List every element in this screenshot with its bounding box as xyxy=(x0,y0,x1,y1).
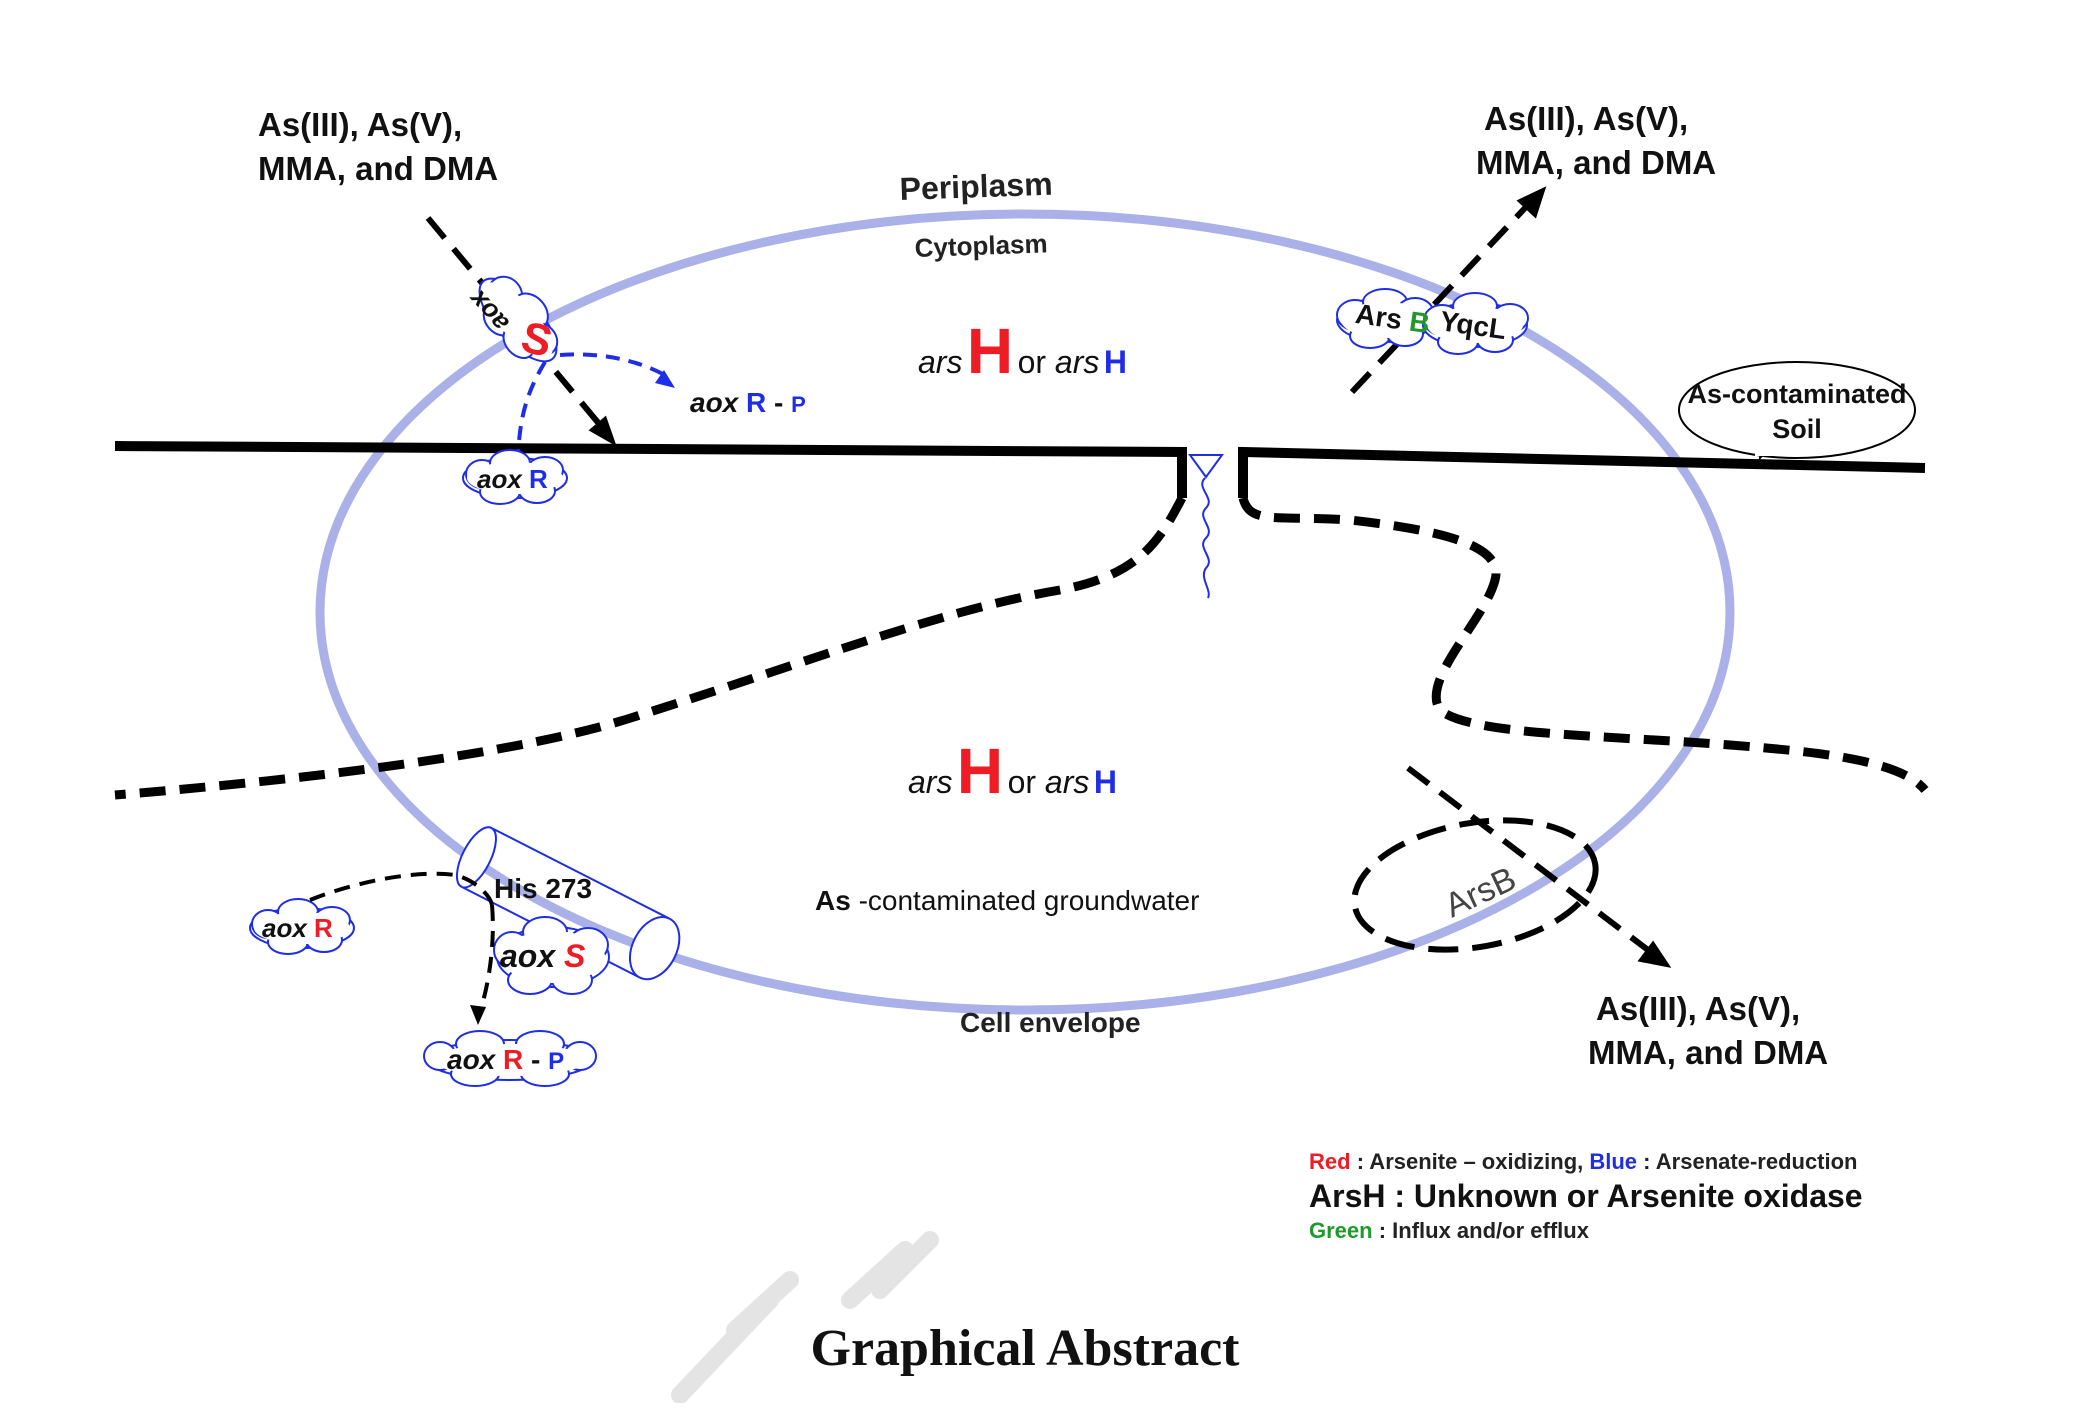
phospho-arrowhead-top xyxy=(655,370,675,388)
aoxR-cloud-bottom-left xyxy=(249,898,355,955)
cytoplasm-label: Cytoplasm xyxy=(914,228,1048,263)
efflux-arrowhead-topright xyxy=(1516,186,1547,219)
species-label-bottomright-line1: As(III), As(V), xyxy=(1596,990,1800,1027)
influx-arrowhead-topleft xyxy=(588,415,617,447)
legend-red-desc: : Arsenite – oxidizing, xyxy=(1357,1149,1590,1174)
aox-text: aox xyxy=(262,913,308,943)
ars-text: ars xyxy=(908,764,952,800)
H-blue-text: H xyxy=(1104,344,1127,380)
ars-text-2: ars xyxy=(1045,764,1089,800)
aox-text: aox xyxy=(500,938,556,974)
cell-envelope-ellipse xyxy=(315,209,1735,1015)
signal-arrowhead-bottom xyxy=(470,1005,486,1025)
yqcL-cloud xyxy=(1422,292,1529,355)
well-water-marker-icon xyxy=(1188,454,1224,479)
arsH-label-top: ars H or ars H xyxy=(918,315,1127,387)
aoxR-label-top: aox R xyxy=(477,464,548,494)
legend-red-word: Red xyxy=(1309,1149,1351,1174)
P-blue-text: P xyxy=(791,392,806,417)
soil-callout xyxy=(1678,361,1916,462)
cell-envelope-label: Cell envelope xyxy=(960,1007,1141,1038)
R-blue-text: R xyxy=(746,387,766,418)
legend-green-desc: : Influx and/or efflux xyxy=(1379,1218,1590,1243)
arsH-label-bottom: ars H or ars H xyxy=(908,735,1117,807)
efflux-arrow-bottomright xyxy=(1406,765,1650,953)
aoxS-label-bottom: aox S xyxy=(500,938,586,974)
legend-blue-word: Blue xyxy=(1589,1149,1637,1174)
or-text: or xyxy=(1018,344,1055,380)
efflux-arrowhead-bottomright xyxy=(1637,940,1672,968)
aoxR-P-cloud-bottom xyxy=(423,1030,597,1087)
his273-label: His 273 xyxy=(494,873,592,904)
legend-line-2: ArsH : Unknown or Arsenite oxidase xyxy=(1309,1178,1863,1214)
soil-label-line2: Soil xyxy=(1772,414,1822,444)
arsB-cloud xyxy=(1336,288,1434,349)
ars-text: Ars xyxy=(1353,298,1404,335)
R-red-text: R xyxy=(314,913,333,943)
ars-text-2: ars xyxy=(1055,344,1099,380)
legend-blue-desc: : Arsenate-reduction xyxy=(1643,1149,1857,1174)
P-blue-text: P xyxy=(548,1048,564,1075)
dash-text: - xyxy=(774,387,791,418)
efflux-arrow-topright xyxy=(1349,205,1528,395)
legend-line-3: Green : Influx and/or efflux xyxy=(1309,1218,1590,1243)
signal-line-aoxR-to-his xyxy=(309,871,494,906)
species-label-topright-line2: MMA, and DMA xyxy=(1476,144,1716,181)
watermark xyxy=(671,1231,939,1404)
species-label-topright-line1: As(III), As(V), xyxy=(1484,100,1688,137)
aox-text: aox xyxy=(447,1044,497,1075)
R-red-text: R xyxy=(503,1044,523,1075)
species-label-topleft-line1: As(III), As(V), xyxy=(258,106,462,143)
H-red-text: H xyxy=(957,735,1003,807)
H-red-text: H xyxy=(967,315,1013,387)
aoxR-label-bottom-left: aox R xyxy=(262,913,333,943)
aoxR-P-label-bottom: aox R - P xyxy=(447,1044,564,1075)
S-red-text: S xyxy=(564,938,586,974)
phospho-arrow-to-aoxR-P xyxy=(559,352,672,380)
soil-surface-line xyxy=(114,441,1926,498)
R-blue-text: R xyxy=(529,464,548,494)
groundwater-label: As -contaminated groundwater xyxy=(815,885,1199,916)
well-water-wave-icon xyxy=(1201,477,1210,599)
legend-green-word: Green xyxy=(1309,1218,1373,1243)
groundwater-rest-text: -contaminated groundwater xyxy=(859,885,1200,916)
or-text: or xyxy=(1008,764,1045,800)
ars-text: ars xyxy=(918,344,962,380)
aoxS-cloud-top xyxy=(478,275,559,363)
species-label-topleft-line2: MMA, and DMA xyxy=(258,150,498,187)
as-bold-text: As xyxy=(815,885,851,916)
periplasm-label: Periplasm xyxy=(899,166,1053,207)
aoxR-P-label-top: aox R - P xyxy=(690,387,806,418)
aoxR-cloud-top xyxy=(462,449,568,505)
graphical-abstract-title: Graphical Abstract xyxy=(811,1320,1241,1377)
species-label-bottomright-line2: MMA, and DMA xyxy=(1588,1034,1828,1071)
arsB-label: Ars B xyxy=(1353,298,1431,339)
groundwater-line-right xyxy=(1238,496,1929,794)
aox-text: aox xyxy=(477,464,523,494)
aox-text: aox xyxy=(690,387,740,418)
dash-text: - xyxy=(531,1044,548,1075)
soil-label-line1: As-contaminated xyxy=(1687,379,1906,409)
groundwater-line-left xyxy=(114,495,1186,800)
signal-arrow-to-aoxR-P-bottom xyxy=(478,904,495,1013)
arsB-dashed-ellipse xyxy=(1351,817,1599,953)
legend-line-1: Red : Arsenite – oxidizing, Blue : Arsen… xyxy=(1309,1149,1858,1174)
B-green-text: B xyxy=(1407,306,1431,340)
aoxS-cloud-bottom xyxy=(493,916,610,995)
H-blue-text: H xyxy=(1094,764,1117,800)
signal-line-to-aoxR xyxy=(516,360,547,456)
